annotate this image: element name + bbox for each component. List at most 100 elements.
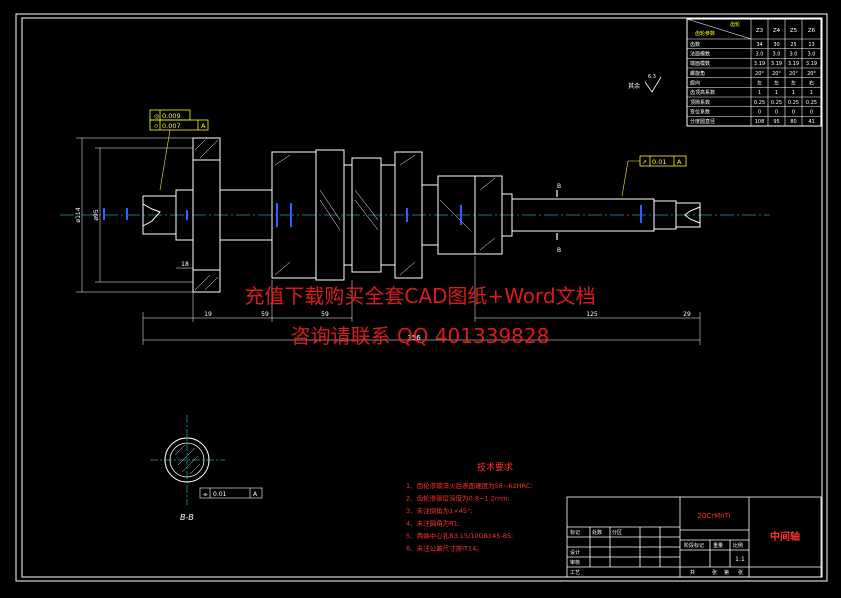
gear-row-value: 0 [758,110,761,116]
section-hatching [194,139,496,291]
gear-row-value: 1 [775,90,778,96]
tech-req-title: 技术要求 [477,461,513,473]
gear-row-value: 左 [774,80,779,87]
gear-table-header-top: 齿轮 [730,21,740,28]
surface-note-text: 其余 [628,82,640,90]
gear-row-label: 法面模数 [690,51,710,58]
symmetry-icon: ⌯ [203,491,208,498]
tb-label-weight: 重量 [713,542,723,549]
tb-label-design: 设计 [570,549,580,556]
tb-label-scale: 比例 [733,542,743,549]
gear-row-label: 端面模数 [690,60,710,67]
tech-req-item: 2、齿轮渗碳层深度为0.8~1.2mm; [406,494,510,503]
tech-req-item: 4、未注圆角为R1; [406,519,460,528]
tech-req-items: 1、齿轮渗碳淬火后表面硬度为58~62HRC; 2、齿轮渗碳层深度为0.8~1.2… [406,481,532,553]
gear-row-value: 34 [756,42,762,48]
gear-row-value: 0.25 [806,100,817,106]
gear-row-value: 20° [772,71,781,77]
tech-req-item: 1、齿轮渗碳淬火后表面硬度为58~62HRC; [406,481,532,490]
watermark-line-1: 充值下载购买全套CAD图纸+Word文档 [244,284,595,308]
gear-row-value: 80 [790,119,796,125]
tolerance-frame-right: ↗ 0.01 A [621,155,687,197]
roughness-symbol-icon [644,76,662,93]
gear-row-label: 顶隙系数 [690,99,710,106]
gear-row-label: 螺旋角 [690,70,705,77]
drawing-title: 中间轴 [770,530,800,543]
section-view-bb: ⌯ 0.01 A B-B [150,415,263,522]
gear-row-label: 变位系数 [690,109,710,116]
scale-value: 1:1 [735,556,745,563]
watermark-line-2: 咨询请联系 QQ 401339828 [291,324,550,348]
tb-label-zone: 分区 [612,529,622,536]
gear-row-label: 旋向 [690,80,700,87]
dim-seg-a: 59 [261,311,269,318]
tb-label-process: 工艺 [570,570,580,576]
tolerance-frame-top-left: ◎ ⌭ 0.009 0.007 A [149,109,209,191]
gear-row-value: 25 [790,42,796,48]
tb-label-review: 审核 [570,559,580,566]
gear-row-value: 0.25 [754,100,765,106]
tb-label-count: 处数 [592,529,602,536]
section-tolerance-datum: A [253,491,258,498]
inner-frame [21,17,823,578]
tolerance-datum-right: A [677,158,682,166]
tb-label-sheet: 张 [712,569,717,576]
gear-row-value: 108 [755,119,765,125]
tolerance-value-right: 0.01 [652,158,666,166]
gear-row-value: 右 [809,80,814,87]
gear-col-z5: Z5 [790,28,798,34]
tech-req-item: 3、未注倒角为1×45°; [406,506,472,515]
gear-row-value: 41 [808,119,814,125]
cylindricity-icon: ⌭ [154,123,159,130]
gear-row-value: 1 [792,90,795,96]
section-tolerance-value: 0.01 [213,491,227,498]
tolerance-datum-1: A [201,122,206,130]
dim-seg-left: 19 [204,311,212,318]
dim-mid-dia: ø95 [93,209,100,220]
dim-seg-b: 59 [321,311,329,318]
gear-row-value: 20° [789,71,798,77]
surface-roughness-note: 其余 6.3 [628,74,662,93]
gear-row-value: 1 [810,90,813,96]
gear-row-value: 13 [808,42,814,48]
section-cut-label-top: B [557,183,561,190]
gear-row-value: 0 [810,110,813,116]
material-label: 20CrMnTi [697,512,730,520]
circular-runout-icon: ◎ [154,113,159,120]
tb-label-nth: 第 [724,569,729,576]
gear-row-value: 3.0 [808,52,816,58]
gear-row-value: 3.0 [773,52,781,58]
dim-total-length: 356 [407,334,421,342]
gear-col-z6: Z6 [808,28,816,34]
gear-row-value: 0.25 [771,100,782,106]
watermark: 充值下载购买全套CAD图纸+Word文档 咨询请联系 QQ 401339828 [244,284,595,348]
tb-label-mark: 标记 [570,529,580,536]
gear-row-value: 0.25 [788,100,799,106]
tech-req-item: 5、两端中心孔B3.15/10GB145-85; [406,531,513,540]
gear-row-value: 0 [775,110,778,116]
section-cut-label-bottom: B [557,247,561,254]
gear-row-value: 3.0 [790,52,798,58]
blue-dimension-marks [103,203,642,227]
gear-row-label: 分度圆直径 [690,118,715,125]
gear-row-value: 30 [773,42,779,48]
gear-row-value: 1 [758,90,761,96]
outer-frame [15,13,828,582]
gear-row-value: 3.19 [788,61,799,67]
section-label: B-B [180,513,194,522]
gear-row-value: 3.0 [756,52,764,58]
dimension-texts: 356 19 59 59 125 29 18 ø114 ø95 B B [75,183,691,342]
gear-row-value: 3.19 [771,61,782,67]
tb-label-total: 共 [690,569,695,576]
tb-label-sheet2: 张 [738,569,743,576]
gear-row-value: 20° [807,71,816,77]
dimension-lines [76,137,701,345]
gear-row-value: 左 [791,80,796,87]
dim-l18: 18 [181,261,189,268]
gear-row-value: 0 [792,110,795,116]
gear-row-label: 齿顶高系数 [690,89,715,96]
gear-row-value: 95 [773,119,779,125]
dim-seg-c: 125 [586,311,598,318]
title-block [566,496,822,578]
